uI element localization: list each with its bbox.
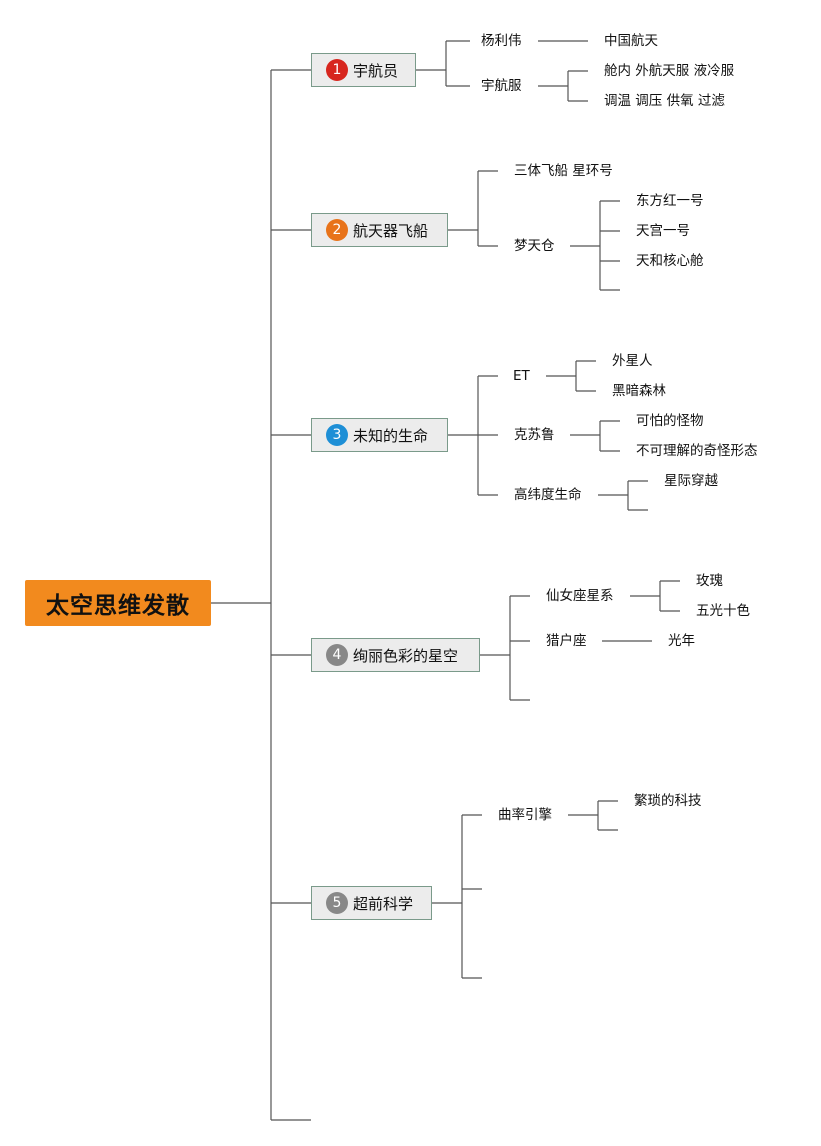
- leaf-dongfanghong[interactable]: 东方红一号: [636, 193, 704, 209]
- leaf-light-year[interactable]: 光年: [668, 633, 695, 649]
- number-badge-5: 5: [326, 892, 348, 914]
- topic-astronaut[interactable]: 1 宇航员: [311, 53, 416, 87]
- subtopic-andromeda[interactable]: 仙女座星系: [546, 588, 614, 604]
- topic-label: 宇航员: [353, 61, 399, 80]
- leaf-strange-form[interactable]: 不可理解的奇怪形态: [636, 443, 758, 459]
- subtopic-warp-drive[interactable]: 曲率引擎: [498, 807, 552, 823]
- topic-label: 未知的生命: [353, 426, 429, 445]
- topic-unknown-life[interactable]: 3 未知的生命: [311, 418, 448, 452]
- number-badge-3: 3: [326, 424, 348, 446]
- subtopic-spacesuit[interactable]: 宇航服: [481, 78, 522, 94]
- topic-colorful-sky[interactable]: 4 绚丽色彩的星空: [311, 638, 480, 672]
- number-badge-4: 4: [326, 644, 348, 666]
- leaf-aliens[interactable]: 外星人: [612, 353, 653, 369]
- subtopic-orion[interactable]: 猎户座: [546, 633, 587, 649]
- subtopic-yang-liwei[interactable]: 杨利伟: [481, 33, 522, 49]
- leaf-tiangong[interactable]: 天宫一号: [636, 223, 690, 239]
- number-badge-1: 1: [326, 59, 348, 81]
- leaf-dark-forest[interactable]: 黑暗森林: [612, 383, 666, 399]
- subtopic-mengtian[interactable]: 梦天仓: [514, 238, 555, 254]
- root-title: 太空思维发散: [46, 593, 190, 619]
- topic-advanced-science[interactable]: 5 超前科学: [311, 886, 432, 920]
- number-badge-2: 2: [326, 219, 348, 241]
- topic-label: 超前科学: [353, 894, 414, 913]
- leaf-suit-types[interactable]: 舱内 外航天服 液冷服: [604, 63, 735, 79]
- subtopic-cthulhu[interactable]: 克苏鲁: [514, 427, 555, 443]
- leaf-rose[interactable]: 玫瑰: [696, 573, 723, 589]
- leaf-scary-monster[interactable]: 可怕的怪物: [636, 413, 704, 429]
- subtopic-high-dimensional-life[interactable]: 高纬度生命: [514, 487, 582, 503]
- leaf-suit-functions[interactable]: 调温 调压 供氧 过滤: [604, 93, 725, 109]
- topic-label: 航天器飞船: [353, 221, 429, 240]
- topic-spacecraft[interactable]: 2 航天器飞船: [311, 213, 448, 247]
- leaf-complex-tech[interactable]: 繁琐的科技: [634, 793, 702, 809]
- root-topic[interactable]: 太空思维发散: [25, 580, 211, 626]
- subtopic-three-body-ship[interactable]: 三体飞船 星环号: [514, 163, 613, 179]
- leaf-colorful[interactable]: 五光十色: [696, 603, 750, 619]
- subtopic-et[interactable]: ET: [513, 368, 530, 384]
- topic-label: 绚丽色彩的星空: [353, 646, 459, 665]
- leaf-interstellar[interactable]: 星际穿越: [664, 473, 718, 489]
- leaf-tianhe[interactable]: 天和核心舱: [636, 253, 704, 269]
- leaf-china-aerospace[interactable]: 中国航天: [604, 33, 658, 49]
